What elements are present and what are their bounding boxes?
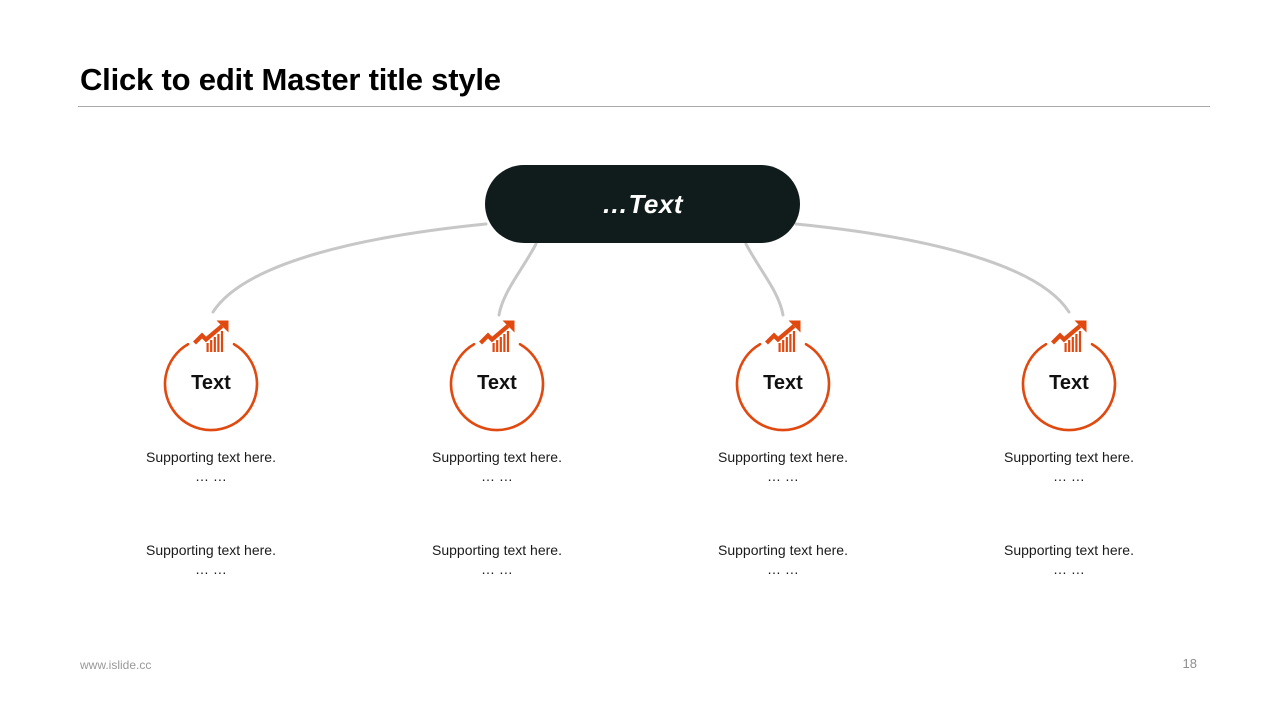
branch-node-3: Text Supporting text here. … … Supportin… xyxy=(640,315,926,615)
supporting-text-line: Supporting text here. xyxy=(1004,449,1134,465)
node-circle-ring[interactable] xyxy=(733,334,833,434)
supporting-text-ellipsis: … … xyxy=(767,468,799,484)
node-label[interactable]: Text xyxy=(477,372,517,394)
node-circle-ring[interactable] xyxy=(447,334,547,434)
supporting-text-line: Supporting text here. xyxy=(718,449,848,465)
connector-inner-right xyxy=(744,242,785,317)
supporting-text-ellipsis: … … xyxy=(195,468,227,484)
supporting-text-line: Supporting text here. xyxy=(146,449,276,465)
node-label[interactable]: Text xyxy=(1049,372,1089,394)
supporting-text-block[interactable]: Supporting text here. … … xyxy=(663,448,903,486)
supporting-text-block[interactable]: Supporting text here. … … xyxy=(949,541,1189,579)
supporting-text-line: Supporting text here. xyxy=(718,542,848,558)
node-circle-ring[interactable] xyxy=(1019,334,1119,434)
branch-node-1: Text Supporting text here. … … Supportin… xyxy=(68,315,354,615)
supporting-text-line: Supporting text here. xyxy=(146,542,276,558)
node-label[interactable]: Text xyxy=(763,372,803,394)
connector-outer-right xyxy=(794,222,1071,314)
supporting-text-line: Supporting text here. xyxy=(1004,542,1134,558)
page-number: 18 xyxy=(1182,656,1197,671)
root-node-pill[interactable]: …Text xyxy=(485,165,800,243)
supporting-text-block[interactable]: Supporting text here. … … xyxy=(949,448,1189,486)
supporting-text-ellipsis: … … xyxy=(1053,561,1085,577)
trend-up-chart-icon xyxy=(1051,320,1087,352)
supporting-text-line: Supporting text here. xyxy=(432,449,562,465)
supporting-text-line: Supporting text here. xyxy=(432,542,562,558)
trend-up-chart-icon xyxy=(479,320,515,352)
supporting-text-block[interactable]: Supporting text here. … … xyxy=(663,541,903,579)
supporting-text-ellipsis: … … xyxy=(481,561,513,577)
branch-node-4: Text Supporting text here. … … Supportin… xyxy=(926,315,1212,615)
slide-title-placeholder[interactable]: Click to edit Master title style xyxy=(80,62,501,97)
supporting-text-ellipsis: … … xyxy=(481,468,513,484)
footer-website-link[interactable]: www.islide.cc xyxy=(80,658,152,672)
connector-inner-left xyxy=(497,242,538,317)
title-divider-line xyxy=(78,106,1210,107)
supporting-text-block[interactable]: Supporting text here. … … xyxy=(377,541,617,579)
supporting-text-block[interactable]: Supporting text here. … … xyxy=(91,448,331,486)
node-label[interactable]: Text xyxy=(191,372,231,394)
supporting-text-ellipsis: … … xyxy=(1053,468,1085,484)
connector-outer-left xyxy=(211,222,488,314)
root-node-label[interactable]: …Text xyxy=(602,188,683,219)
node-circle-ring[interactable] xyxy=(161,334,261,434)
supporting-text-ellipsis: … … xyxy=(195,561,227,577)
trend-up-chart-icon xyxy=(765,320,801,352)
supporting-text-ellipsis: … … xyxy=(767,561,799,577)
supporting-text-block[interactable]: Supporting text here. … … xyxy=(377,448,617,486)
trend-up-chart-icon xyxy=(193,320,229,352)
branch-node-2: Text Supporting text here. … … Supportin… xyxy=(354,315,640,615)
supporting-text-block[interactable]: Supporting text here. … … xyxy=(91,541,331,579)
